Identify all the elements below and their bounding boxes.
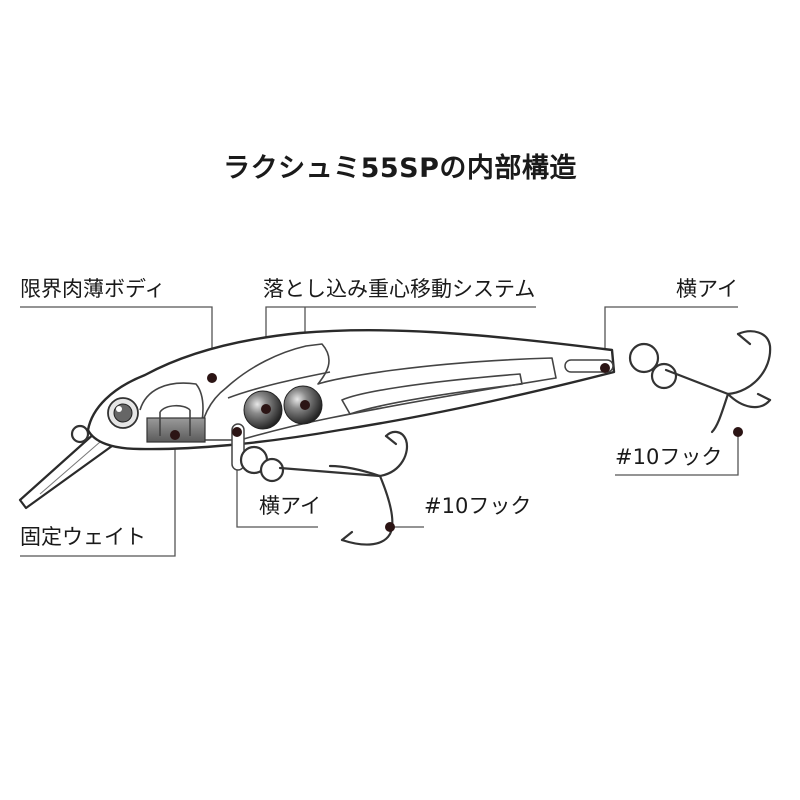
line-tie-ring [70,424,90,444]
diagram-title: ラクシュミ55SPの内部構造 [223,153,577,184]
leader-rear-eye [604,306,738,368]
label-rear-hook: #10フック [615,445,723,469]
rear-split-ring-1 [628,342,660,374]
label-body: 限界肉薄ボディ [20,277,166,301]
dot-weight-ball-2 [300,400,310,410]
dot-rear-eye [600,363,610,373]
rear-treble-hook [664,330,772,434]
label-rear-eye: 横アイ [676,277,738,301]
leader-fixed-weight [20,435,176,557]
internal-frame [199,343,557,441]
dot-weight-ball-1 [261,404,271,414]
leader-rear-hook [615,432,739,476]
weight-rail [227,371,331,399]
lure-eye-icon [107,397,139,429]
label-front-eye: 横アイ [259,494,321,518]
label-fixed-weight: 固定ウェイト [20,525,146,549]
front-treble-hook [278,430,409,546]
dot-rear-hook [733,427,743,437]
dot-front-eye [232,427,242,437]
rear-split-ring-2 [650,362,678,390]
frame-window [341,373,523,415]
dot-fixed-weight [170,430,180,440]
label-weight-system: 落とし込み重心移動システム [263,277,536,301]
dot-body [207,373,217,383]
front-split-ring-2 [259,457,285,483]
dot-front-hook [385,522,395,532]
lip-ridge [39,441,101,495]
label-front-hook: #10フック [424,494,532,518]
weight-clip [159,404,191,436]
lure-body [86,328,616,451]
